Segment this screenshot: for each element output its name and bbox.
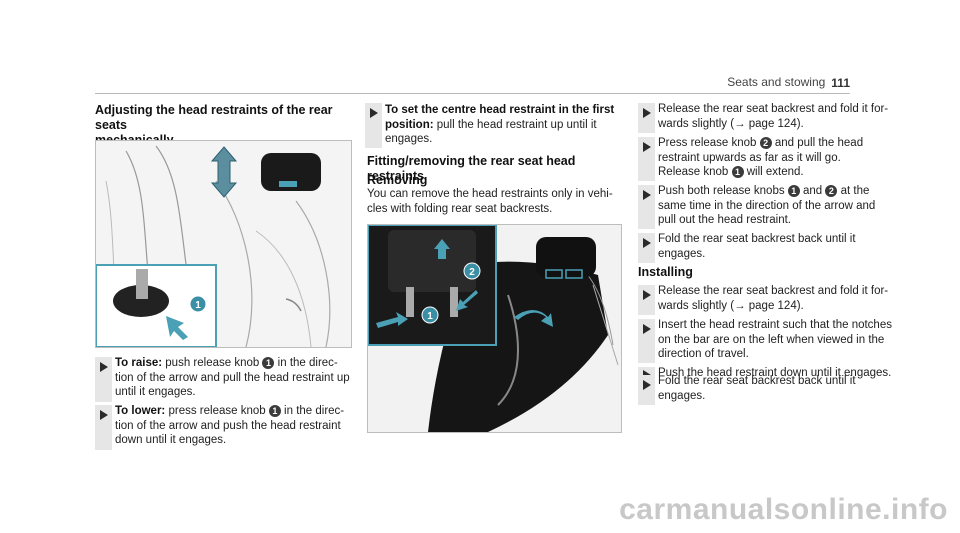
step-push-both-knobs: Push both release knobs 1 and 2 at the s… [658,184,876,226]
page-header: Seats and stowing 111 [727,75,850,89]
headrest-illustration: 1 [96,141,351,347]
step-arrow-icon [643,142,651,152]
figure-headrest-removal: 1 2 [367,224,622,433]
header-divider [95,93,850,94]
step-press-knob: Press release knob 2 and pull the head r… [658,136,864,178]
removal-illustration: 1 2 [368,225,621,432]
page-number: 111 [831,75,850,90]
step-arrow-icon [100,362,108,372]
step-raise: To raise: push release knob 1 in the dir… [115,356,350,398]
watermark: carmanualsonline.info [619,493,948,526]
page-ref-arrow-icon: → [734,117,746,130]
figure-headrest-adjust: 1 [95,140,352,348]
badge-knob-2: 2 [759,136,772,149]
step-release-backrest: Release the rear seat backrest and fold … [658,103,889,130]
badge-knob-1: 1 [731,165,744,178]
step-fold-back-install: Fold the rear seat backrest back until i… [658,375,856,402]
step-arrow-icon [100,410,108,420]
step-arrow-icon [643,190,651,200]
figure-badge-1: 1 [195,300,201,311]
section-title: Seats and stowing [727,75,826,89]
badge-knob-2: 2 [825,184,838,197]
step-arrow-icon [370,108,378,118]
step-arrow-icon [643,108,651,118]
step-arrow-icon [643,290,651,300]
page-ref-arrow-icon: → [734,299,746,312]
badge-knob-1: 1 [787,184,800,197]
subheading-installing: Installing [638,265,693,279]
step-arrow-icon [643,238,651,248]
badge-knob-1: 1 [268,404,281,417]
step-release-backrest-install: Release the rear seat backrest and fold … [658,285,889,312]
heading-line-1: Adjusting the head restraints of the rea… [95,103,333,132]
step-push-down: Push the head restraint down until it en… [658,367,892,379]
figure-badge-1: 1 [427,311,433,322]
removing-paragraph: You can remove the head restraints only … [367,188,613,215]
figure-badge-2: 2 [469,267,475,278]
page-ref-link[interactable]: page 124). [745,299,804,312]
lower-label: To lower: [115,405,166,417]
step-arrow-icon [643,380,651,390]
page-ref-link[interactable]: page 124). [745,117,804,130]
step-fold-back: Fold the rear seat backrest back until i… [658,233,856,260]
step-insert-headrest: Insert the head restraint such that the … [658,319,892,360]
step-arrow-icon [643,324,651,334]
section-heading-fitting: Fitting/removing the rear seat head rest… [367,154,576,183]
badge-knob-1: 1 [262,356,275,369]
raise-label: To raise: [115,357,163,369]
subheading-removing: Removing [367,173,428,187]
step-centre-position: To set the centre head restraint in the … [385,104,615,145]
step-lower: To lower: press release knob 1 in the di… [115,404,345,446]
